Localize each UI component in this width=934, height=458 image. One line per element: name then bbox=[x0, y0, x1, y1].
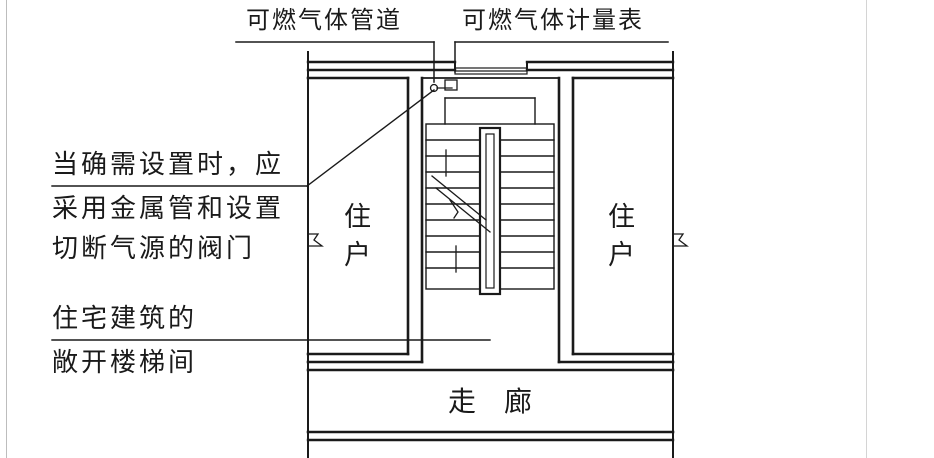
page-border-right bbox=[866, 0, 867, 458]
left-unit-label-1: 住 bbox=[344, 202, 371, 233]
note-leader-diagonal bbox=[306, 89, 435, 187]
left-unit-label-2: 户 bbox=[344, 240, 371, 271]
gas-pipe-label: 可燃气体管道 bbox=[246, 6, 402, 34]
note-line-1: 当确需设置时，应 bbox=[52, 150, 285, 180]
right-unit-label-1: 住 bbox=[608, 202, 635, 233]
note-line-3: 切断气源的阀门 bbox=[52, 234, 256, 264]
gas-pipe-symbol bbox=[429, 79, 458, 93]
wall-break-right bbox=[672, 233, 689, 247]
page-border-left bbox=[6, 0, 7, 458]
gas-meter-label: 可燃气体计量表 bbox=[462, 6, 644, 34]
top-window bbox=[454, 67, 528, 75]
corridor-walls bbox=[306, 368, 675, 442]
right-unit-label-2: 户 bbox=[608, 240, 635, 271]
stair-label-line-1: 住宅建筑的 bbox=[52, 304, 198, 334]
corridor-label: 走廊 bbox=[448, 385, 561, 418]
stairwell-shell bbox=[421, 77, 560, 363]
wall-break-left bbox=[307, 233, 324, 247]
stair-label-line-2: 敞开楼梯间 bbox=[52, 348, 198, 378]
stair-break-marks bbox=[431, 149, 491, 273]
stair-well-rail bbox=[478, 126, 502, 296]
note-line-2: 采用金属管和设置 bbox=[52, 194, 285, 224]
